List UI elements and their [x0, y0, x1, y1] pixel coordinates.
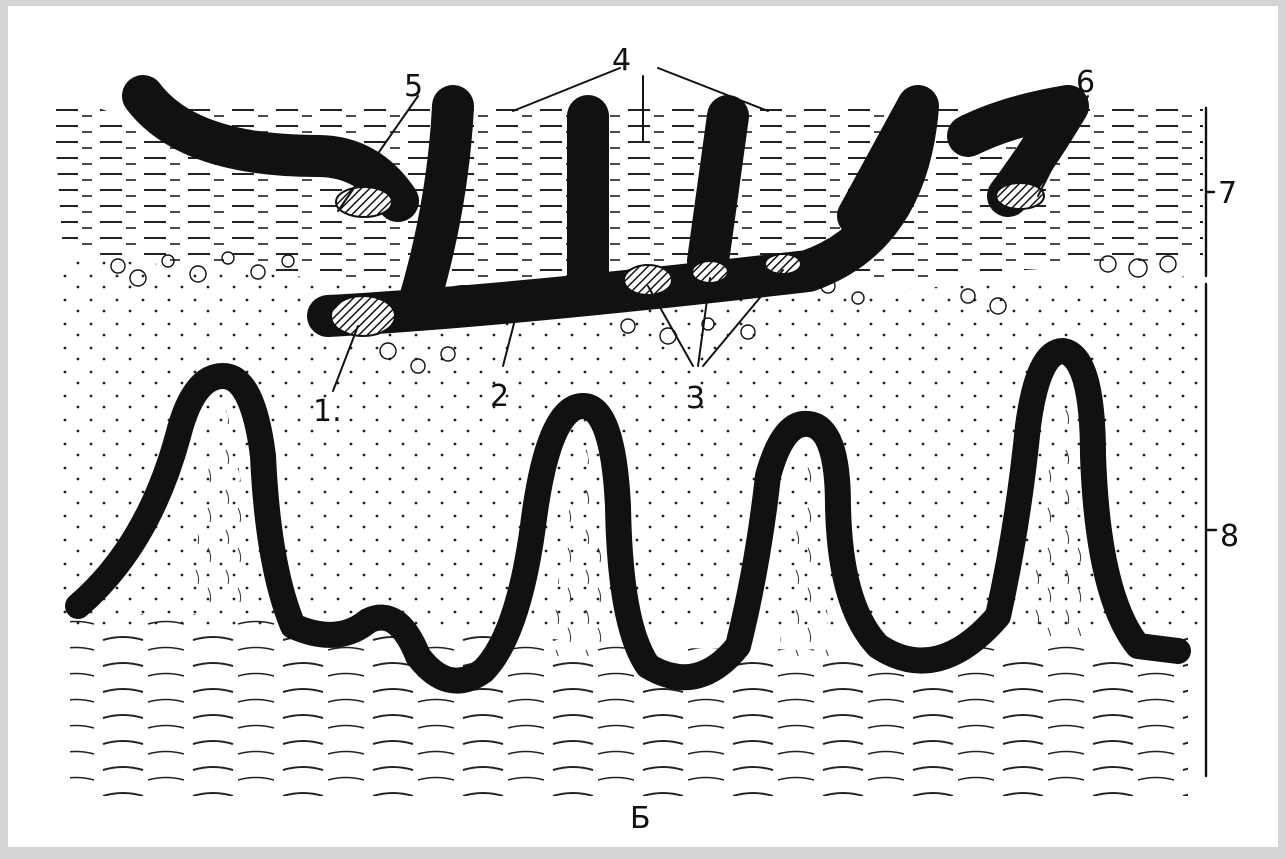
label-7: 7 — [1218, 176, 1237, 211]
label-5: 5 — [404, 69, 423, 104]
label-8: 8 — [1220, 519, 1239, 554]
label-1: 1. — [313, 394, 342, 429]
tissue-diagram: 1. 2 3 4 5 6 7 8 Б — [8, 6, 1286, 859]
layer-brackets — [1206, 108, 1216, 776]
label-4: 4 — [612, 43, 631, 78]
label-6: 6 — [1076, 65, 1095, 100]
label-3: 3 — [686, 381, 705, 416]
figure-caption: Б — [630, 801, 651, 836]
label-2: 2 — [490, 379, 509, 414]
figure-frame: 1. 2 3 4 5 6 7 8 Б — [8, 6, 1278, 847]
